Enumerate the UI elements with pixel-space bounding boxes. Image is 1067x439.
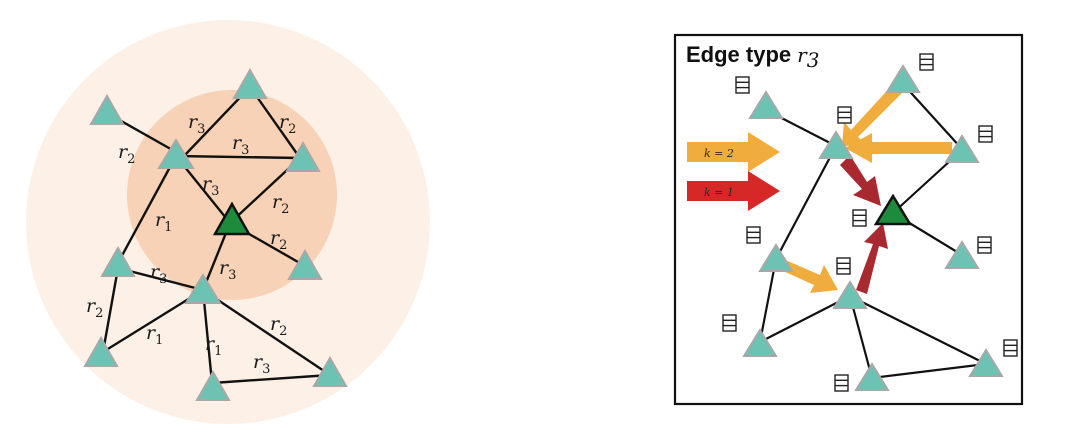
legend: k = 2 k = 1 [687, 132, 780, 211]
left-graph: r2 r3 r3 r2 r3 r2 r1 r2 r3 r3 r2 r1 r1 r… [26, 20, 430, 424]
feature-vector-icon [722, 314, 737, 332]
node-triangle [885, 64, 921, 93]
panel-frame [673, 33, 1024, 406]
node-triangle [854, 362, 890, 391]
edge-label: r3 [232, 132, 249, 158]
edge-label: r2 [270, 313, 287, 339]
node-triangle [157, 138, 195, 169]
edge-label: r3 [202, 173, 219, 199]
edge-label: r2 [270, 227, 287, 253]
target-node-triangle [212, 201, 252, 236]
feature-vector-icon [834, 374, 849, 392]
node-triangle [89, 93, 125, 125]
node-triangle [232, 67, 268, 99]
legend-k2: k = 2 [687, 132, 780, 172]
edge-label: r3 [219, 257, 236, 283]
node-triangle [748, 90, 784, 119]
legend-k1-label: k = 1 [704, 186, 734, 199]
legend-k1-arrow [687, 171, 780, 211]
right-nodes [742, 64, 1004, 391]
arrows [772, 82, 952, 294]
node-triangle [818, 130, 854, 159]
edge-label: r1 [155, 209, 172, 235]
legend-k2-arrow [687, 132, 780, 172]
feature-vector-icon [1003, 339, 1018, 357]
edge-label: r2 [86, 295, 103, 321]
edge-label: r1 [205, 333, 222, 359]
node-triangle [195, 369, 231, 401]
node-triangle [184, 273, 222, 304]
edge-label: r3 [253, 351, 270, 377]
target-node-triangle [873, 193, 913, 226]
node-triangle [100, 245, 136, 277]
legend-k1: k = 1 [687, 171, 780, 211]
edge-label: r1 [146, 322, 163, 348]
node-triangle [287, 248, 323, 280]
node-triangle [944, 134, 980, 163]
feature-vectors [722, 53, 1018, 392]
feature-vector-icon [852, 209, 867, 227]
inner-halo [127, 90, 337, 300]
feature-vector-icon [837, 106, 852, 124]
arrow-k1 [856, 223, 888, 294]
node-triangle [758, 243, 794, 272]
node-triangle [83, 335, 119, 367]
node-triangle [832, 280, 868, 309]
feature-vector-icon [919, 53, 934, 71]
arrow-k1 [840, 155, 881, 206]
node-triangle [285, 140, 321, 172]
feature-vector-icon [735, 76, 750, 94]
feature-vector-icon [978, 125, 993, 143]
arrow-k2 [845, 133, 952, 163]
arrow-k2 [842, 82, 903, 146]
node-triangle [968, 348, 1004, 377]
left-edge-labels: r2 r3 r3 r2 r3 r2 r1 r2 r3 r3 r2 r1 r1 r… [86, 111, 296, 377]
left-nodes [83, 67, 348, 401]
edge-label: r2 [118, 141, 135, 167]
node-triangle [742, 328, 778, 357]
edge-label: r2 [272, 191, 289, 217]
node-triangle [312, 355, 348, 387]
feature-vector-icon [977, 236, 992, 254]
edge-label: r3 [188, 111, 205, 137]
node-triangle [944, 240, 980, 269]
edge-label: r3 [150, 261, 167, 287]
edge-label: r2 [279, 111, 296, 137]
feature-vector-icon [836, 257, 851, 275]
legend-k2-label: k = 2 [704, 147, 734, 160]
feature-vector-icon [746, 226, 761, 244]
